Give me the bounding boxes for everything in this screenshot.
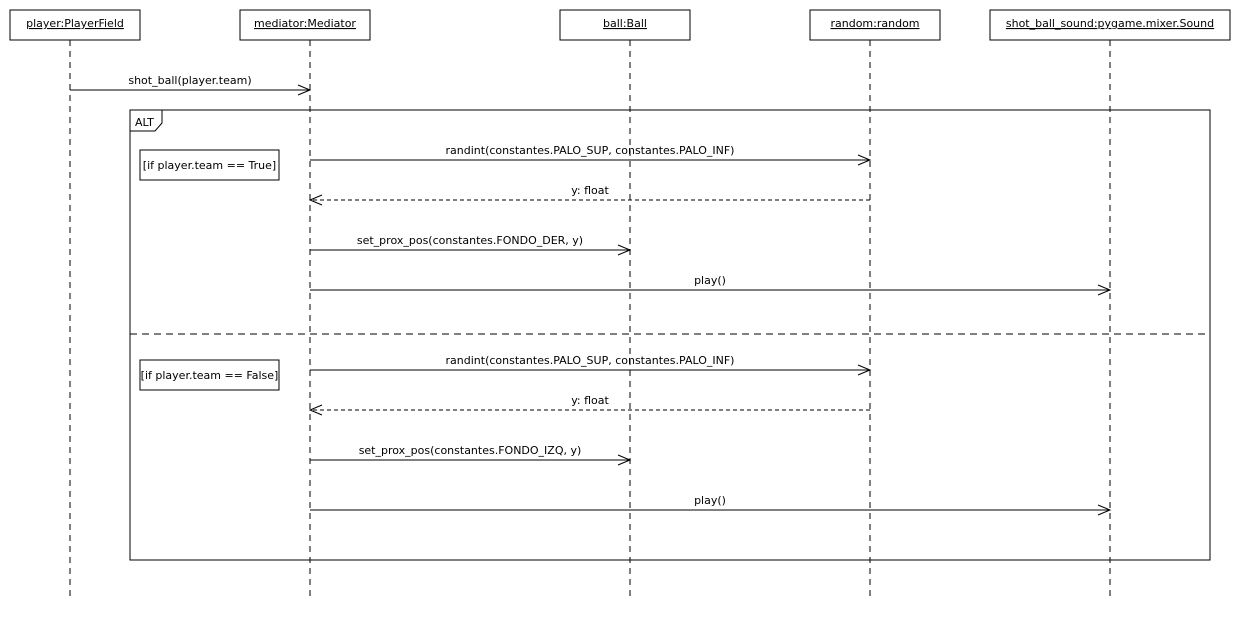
participant-box-ball (559, 9, 691, 41)
fragment-operator-tab (130, 110, 163, 132)
arrowhead-icon (308, 404, 323, 416)
arrowhead-icon (857, 154, 872, 166)
message-label: play() (694, 274, 726, 287)
arrowhead-icon (1097, 504, 1112, 516)
guard-condition: [if player.team == False] (141, 369, 279, 382)
participant-box-sound (989, 9, 1231, 41)
message-label: y: float (571, 184, 609, 197)
participant-label-random: random:random (830, 17, 919, 30)
arrowhead-icon (1097, 284, 1112, 296)
guard-condition: [if player.team == True] (143, 159, 276, 172)
arrowhead-icon (617, 454, 632, 466)
participant-label-mediator: mediator:Mediator (254, 17, 356, 30)
participant-box-random (809, 9, 941, 41)
participant-label-sound: shot_ball_sound:pygame.mixer.Sound (1006, 17, 1214, 30)
message-label: shot_ball(player.team) (128, 74, 251, 87)
participant-box-player (9, 9, 141, 41)
fragment-operator-label: ALT (135, 116, 154, 129)
alt-fragment-frame (129, 109, 1211, 561)
arrowhead-icon (297, 84, 312, 96)
message-label: randint(constantes.PALO_SUP, constantes.… (446, 354, 735, 367)
message-label: set_prox_pos(constantes.FONDO_DER, y) (357, 234, 583, 247)
message-label: play() (694, 494, 726, 507)
guard-box (139, 149, 280, 181)
participant-label-player: player:PlayerField (26, 17, 124, 30)
participant-box-mediator (239, 9, 371, 41)
message-label: y: float (571, 394, 609, 407)
participant-label-ball: ball:Ball (603, 17, 647, 30)
message-label: randint(constantes.PALO_SUP, constantes.… (446, 144, 735, 157)
arrowhead-icon (308, 194, 323, 206)
arrowhead-icon (857, 364, 872, 376)
guard-box (139, 359, 280, 391)
arrowhead-icon (617, 244, 632, 256)
message-label: set_prox_pos(constantes.FONDO_IZQ, y) (359, 444, 582, 457)
